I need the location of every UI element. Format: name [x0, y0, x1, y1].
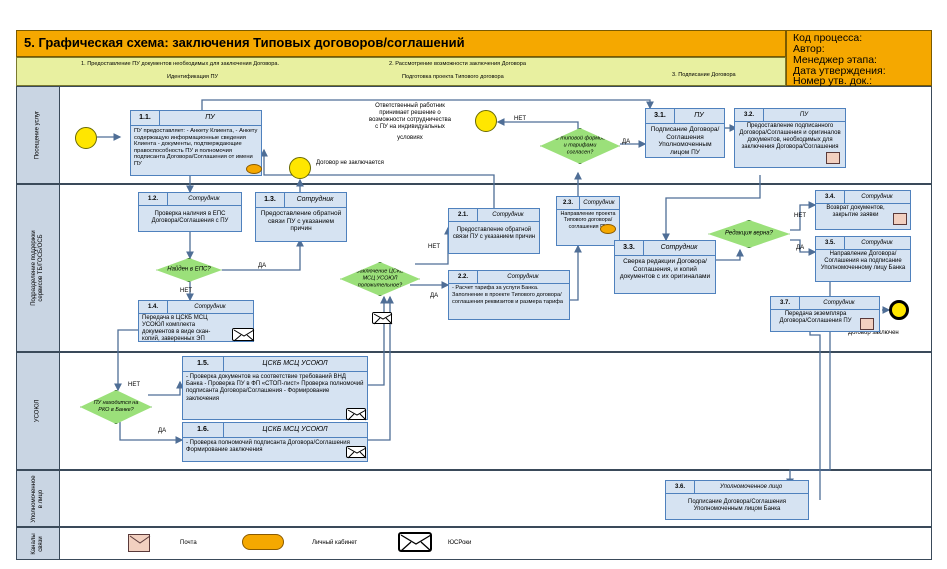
diagram-title: 5. Графическая схема: заключения Типовых…: [24, 35, 465, 50]
end-event-concluded: [889, 300, 909, 320]
flow-d5-no-3-4: [790, 201, 817, 231]
step-2-2: 2.2.Сотрудник - Расчет тарифа за услуги …: [448, 270, 570, 320]
subphase-draft: Подготовка проекта Типового договора: [402, 74, 504, 80]
mail-icon: [860, 318, 874, 330]
step-1-3: 1.3.Сотрудник Предоставление обратной св…: [255, 192, 347, 242]
step-3-5: 3.5.Сотрудник Направление Договора/ Согл…: [815, 236, 911, 282]
step-1-1: 1.1.ПУ ПУ предоставляет: - Анкету Клиент…: [130, 110, 262, 176]
flow-2-2-to-2-3: [570, 244, 582, 301]
meta-stage-manager: Менеджер этапа:: [793, 54, 877, 66]
lane-label-client: Посещение услуг: [16, 86, 60, 184]
flow-3-2-to-3-3: [662, 175, 761, 242]
step-3-6: 3.6.Уполномоченное лицо Подписание Догов…: [665, 480, 809, 520]
label-yes: ДА: [796, 245, 805, 251]
flow-1-5-to-d3: [368, 295, 388, 386]
meta-author: Автор:: [793, 43, 825, 55]
step-3-2: 3.2.ПУ Предоставление подписанного Догов…: [734, 108, 846, 168]
step-1-4: 1.4.Сотрудник Передача в ЦСКБ МСЦ УСОЮЛ …: [138, 300, 254, 342]
step-1-2: 1.2.Сотрудник Проверка наличия в ЕПС Дог…: [138, 192, 242, 232]
mail-icon: [893, 213, 907, 225]
legend-mail: Почта: [180, 540, 197, 546]
ecm-icon: [398, 532, 432, 552]
flow-d2-yes-1-6: [119, 422, 184, 444]
title-bar: [16, 30, 786, 57]
start-event-repeat: [475, 110, 497, 132]
meta-doc-number: Номер утв. док.:: [793, 75, 873, 87]
flow-1-1-loop: [201, 99, 654, 111]
step-2-3: 2.3.Сотрудник Направление проекта Типово…: [556, 196, 620, 246]
mail-icon: [128, 534, 151, 552]
phase-1: 1. Предоставление ПУ документов необходи…: [81, 61, 280, 67]
step-1-5: 1.5.ЦСКБ МСЦ УСОЮЛ - Проверка документов…: [182, 356, 368, 420]
flow-2-1-to-1-1: [260, 148, 495, 208]
end-event-not-concluded: [289, 157, 311, 179]
ecm-icon: [372, 312, 393, 325]
ecm-icon: [346, 446, 367, 459]
step-2-1: 2.1.Сотрудник Предоставление обратной св…: [448, 208, 540, 254]
label-no: НЕТ: [514, 116, 526, 122]
meta-approval-date: Дата утверждения:: [793, 65, 886, 77]
ecm-icon: [346, 408, 367, 421]
label-concluded: Договор заключен: [848, 330, 899, 336]
ecm-icon: [232, 328, 255, 342]
label-yes: ДА: [430, 293, 439, 299]
phase-2: 2. Рассмотрение возможности заключения Д…: [389, 61, 526, 67]
start-event: [75, 127, 97, 149]
lane-channels: [16, 527, 932, 560]
legend-ecm: ЮСРоки: [448, 540, 472, 546]
process-meta-box: Код процесса: Автор: Менеджер этапа: Дат…: [786, 30, 932, 87]
flow-d4-no-start2: [496, 118, 579, 130]
step-3-3: 3.3.Сотрудник Сверка редакции Договора/ …: [614, 240, 716, 294]
phase-3: 3. Подписание Договора: [672, 72, 736, 78]
label-no: НЕТ: [128, 382, 140, 388]
mail-icon: [826, 152, 840, 164]
flow-3-3-to-d5: [716, 248, 744, 261]
legend-cabinet: Личный кабинет: [312, 540, 358, 546]
flow-d5-yes-3-5: [790, 239, 817, 256]
lane-usoyul: [16, 352, 932, 470]
step-3-1: 3.1.ПУ Подписание Договора/Соглашения Уп…: [645, 108, 725, 158]
flow-3-6-to-3-7: [806, 323, 821, 500]
cabinet-icon: [600, 224, 616, 234]
flow-d1-yes-1-3: [222, 238, 304, 271]
flow-d2-no-1-5: [148, 380, 184, 396]
flow-3-5-to-3-6: [786, 278, 831, 487]
meta-process-code: Код процесса:: [793, 32, 863, 44]
subphase-identification: Идентификация ПУ: [167, 74, 219, 80]
phase-bar: 1. Предоставление ПУ документов необходи…: [16, 57, 786, 86]
label-not-concluded: Договор не заключается: [316, 160, 384, 166]
label-yes: ДА: [258, 263, 267, 269]
cabinet-icon: [246, 164, 262, 174]
label-yes: ДА: [158, 428, 167, 434]
label-yes: ДА: [622, 139, 631, 145]
cabinet-icon: [242, 534, 284, 550]
step-1-6: 1.6.ЦСКБ МСЦ УСОЮЛ - Проверка полномочий…: [182, 422, 368, 462]
flow-1-6-to-d3: [368, 295, 394, 441]
label-no: НЕТ: [428, 244, 440, 250]
label-no: НЕТ: [794, 213, 806, 219]
lane-label-usoyul: УСОЮЛ: [16, 352, 60, 470]
label-no: НЕТ: [180, 288, 192, 294]
